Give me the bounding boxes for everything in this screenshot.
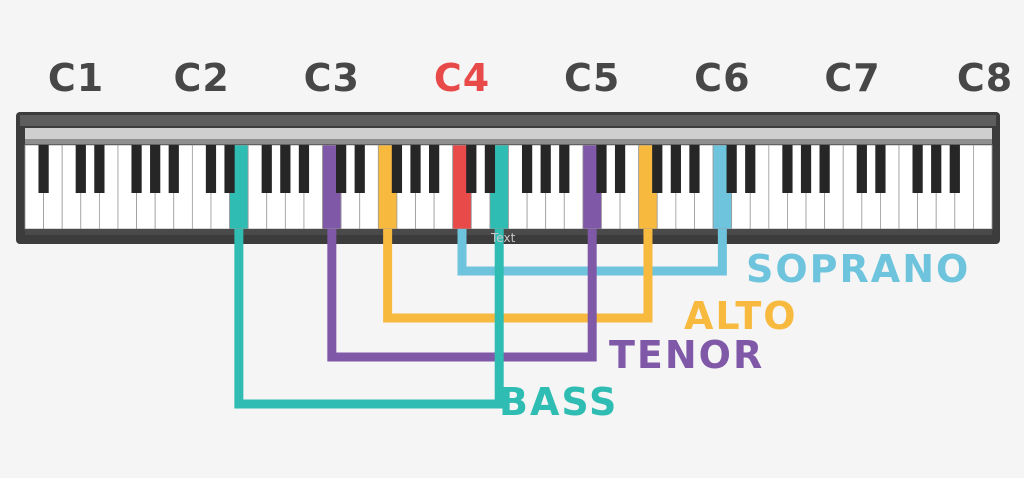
black-key-f6-sharp: [782, 145, 793, 193]
black-key-g4-sharp: [540, 145, 551, 193]
black-key-d1-sharp: [94, 145, 105, 193]
key-cover-shadow: [25, 139, 992, 144]
black-key-c1-sharp: [75, 145, 86, 193]
black-key-a0-sharp: [38, 145, 49, 193]
voice-label-tenor: TENOR: [609, 333, 765, 377]
voice-label-bass: BASS: [499, 380, 619, 424]
range-bracket-alto: [383, 229, 653, 323]
octave-label-c3: C3: [303, 56, 360, 100]
black-key-a5-sharp: [689, 145, 700, 193]
watermark-text: Text: [491, 231, 516, 245]
range-bracket-bass: [234, 229, 504, 409]
black-key-f5-sharp: [652, 145, 663, 193]
black-key-g3-sharp: [410, 145, 421, 193]
black-key-d2-sharp: [224, 145, 235, 193]
octave-label-c8: C8: [956, 56, 1014, 100]
octave-label-c7: C7: [824, 56, 881, 100]
black-key-a6-sharp: [819, 145, 830, 193]
octave-label-c5: C5: [564, 56, 621, 100]
black-key-a2-sharp: [298, 145, 310, 193]
black-key-d5-sharp: [614, 145, 626, 193]
octave-label-c4: C4: [433, 56, 491, 100]
octave-label-c6: C6: [694, 56, 751, 100]
voice-label-soprano: SOPRANO: [746, 247, 971, 291]
black-key-c6-sharp: [726, 145, 737, 193]
black-key-c3-sharp: [336, 145, 347, 193]
black-key-g2-sharp: [280, 145, 291, 193]
black-key-a3-sharp: [429, 145, 440, 193]
black-key-g5-sharp: [670, 145, 681, 193]
black-key-c7-sharp: [856, 145, 867, 193]
black-key-g7-sharp: [931, 145, 942, 193]
black-key-g1-sharp: [150, 145, 161, 193]
black-key-c4-sharp: [466, 145, 477, 193]
key-cover: [25, 128, 992, 140]
black-key-c5-sharp: [596, 145, 607, 193]
black-key-d3-sharp: [354, 145, 365, 193]
voice-label-alto: ALTO: [684, 294, 798, 338]
black-key-f4-sharp: [521, 145, 533, 193]
black-key-a7-sharp: [949, 145, 960, 193]
black-key-f2-sharp: [261, 145, 272, 193]
black-key-a4-sharp: [559, 145, 570, 193]
black-key-a1-sharp: [168, 145, 179, 193]
octave-label-c2: C2: [173, 56, 230, 100]
white-key-c8: [973, 144, 993, 230]
piano-top-strip: [20, 115, 996, 126]
range-bracket-tenor: [327, 229, 597, 362]
black-key-f1-sharp: [131, 145, 142, 193]
black-key-f7-sharp: [912, 145, 923, 193]
black-key-d4-sharp: [484, 145, 496, 193]
black-key-f3-sharp: [391, 145, 403, 193]
black-key-g6-sharp: [800, 145, 812, 193]
black-key-d7-sharp: [875, 145, 886, 193]
key-bed: [25, 229, 992, 235]
black-key-c2-sharp: [205, 145, 217, 193]
octave-label-c1: C1: [47, 56, 105, 100]
black-key-d6-sharp: [745, 145, 756, 193]
